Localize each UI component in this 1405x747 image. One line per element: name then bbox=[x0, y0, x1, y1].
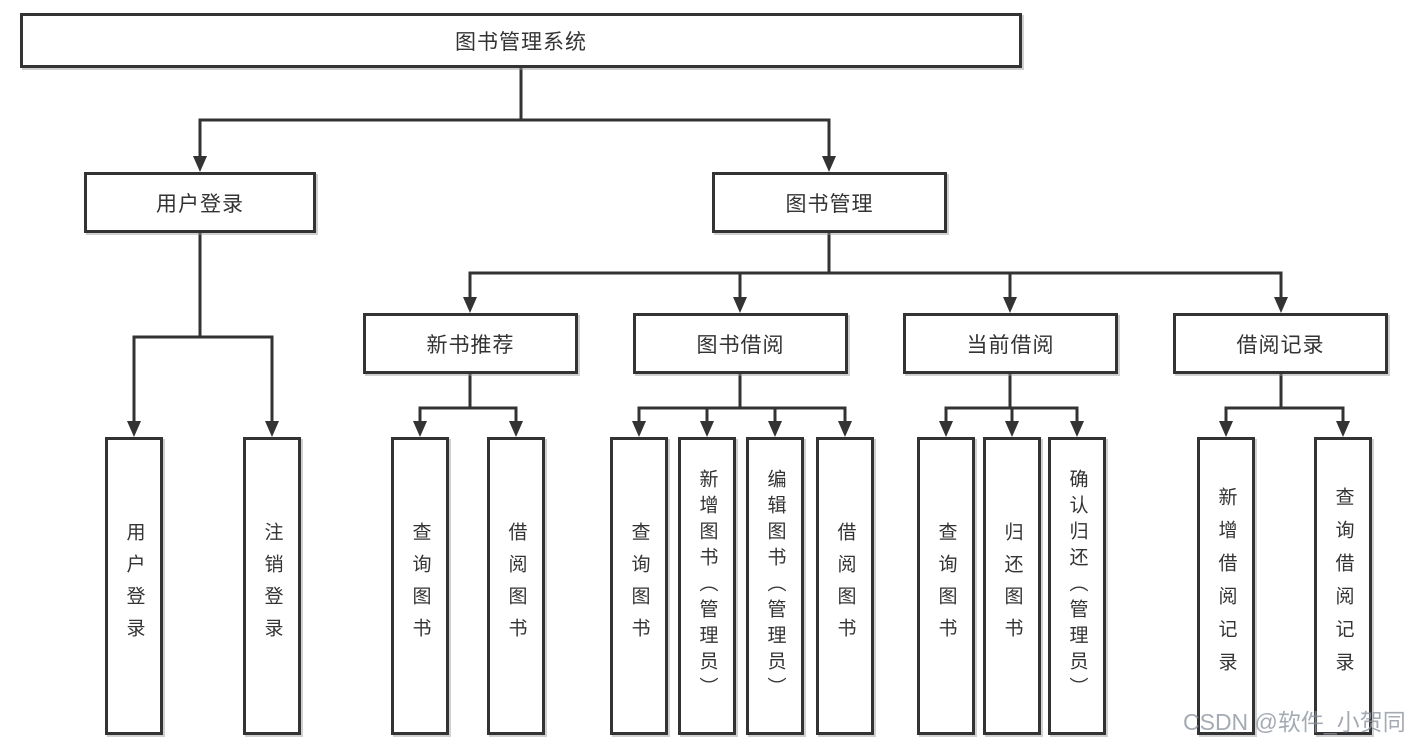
node-label: 编辑图书（管理员） bbox=[764, 469, 786, 703]
node-label: 确认归还（管理员） bbox=[1066, 469, 1088, 703]
leaf-logout: 注销登录 bbox=[243, 437, 301, 735]
leaf-query-books-current: 查询图书 bbox=[917, 437, 975, 735]
node-label: 图书管理 bbox=[785, 192, 874, 216]
leaf-query-borrow-record: 查询借阅记录 bbox=[1314, 437, 1372, 735]
node-book-borrowing: 图书借阅 bbox=[633, 313, 848, 374]
node-label: 借阅图书 bbox=[834, 522, 856, 650]
node-label: 查询图书 bbox=[409, 522, 431, 650]
node-label: 借阅图书 bbox=[505, 522, 527, 650]
leaf-return-books: 归还图书 bbox=[983, 437, 1041, 735]
node-label: 新增借阅记录 bbox=[1215, 487, 1237, 685]
node-label: 新书推荐 bbox=[426, 333, 515, 357]
leaf-borrow-books: 借阅图书 bbox=[816, 437, 874, 735]
node-label: 查询借阅记录 bbox=[1332, 487, 1354, 685]
node-label: 用户登录 bbox=[123, 522, 145, 650]
node-label: 查询图书 bbox=[628, 522, 650, 650]
leaf-borrow-books-recommend: 借阅图书 bbox=[487, 437, 545, 735]
node-label: 用户登录 bbox=[156, 192, 244, 216]
leaf-add-borrow-record: 新增借阅记录 bbox=[1197, 437, 1255, 735]
leaf-edit-books-admin: 编辑图书（管理员） bbox=[746, 437, 804, 735]
watermark: CSDN @软件_小贺同学 bbox=[1183, 709, 1405, 735]
node-label: 借阅记录 bbox=[1236, 333, 1325, 357]
node-user-login: 用户登录 bbox=[84, 172, 316, 233]
node-label: 查询图书 bbox=[935, 522, 957, 650]
leaf-query-books-borrowing: 查询图书 bbox=[610, 437, 668, 735]
node-label: 新增图书（管理员） bbox=[696, 469, 718, 703]
leaf-confirm-return-admin: 确认归还（管理员） bbox=[1048, 437, 1106, 735]
node-library-management-system: 图书管理系统 bbox=[20, 13, 1022, 68]
node-new-book-recommend: 新书推荐 bbox=[363, 313, 578, 374]
node-label: 当前借阅 bbox=[966, 333, 1055, 357]
node-label: 图书管理系统 bbox=[455, 30, 587, 54]
leaf-query-books-recommend: 查询图书 bbox=[391, 437, 449, 735]
node-book-management: 图书管理 bbox=[712, 172, 947, 233]
node-label: 归还图书 bbox=[1001, 522, 1023, 650]
leaf-add-books-admin: 新增图书（管理员） bbox=[678, 437, 736, 735]
leaf-user-login: 用户登录 bbox=[105, 437, 163, 735]
node-borrowing-records: 借阅记录 bbox=[1173, 313, 1388, 374]
node-label: 图书借阅 bbox=[696, 333, 785, 357]
node-current-borrowing: 当前借阅 bbox=[903, 313, 1118, 374]
node-label: 注销登录 bbox=[261, 522, 283, 650]
